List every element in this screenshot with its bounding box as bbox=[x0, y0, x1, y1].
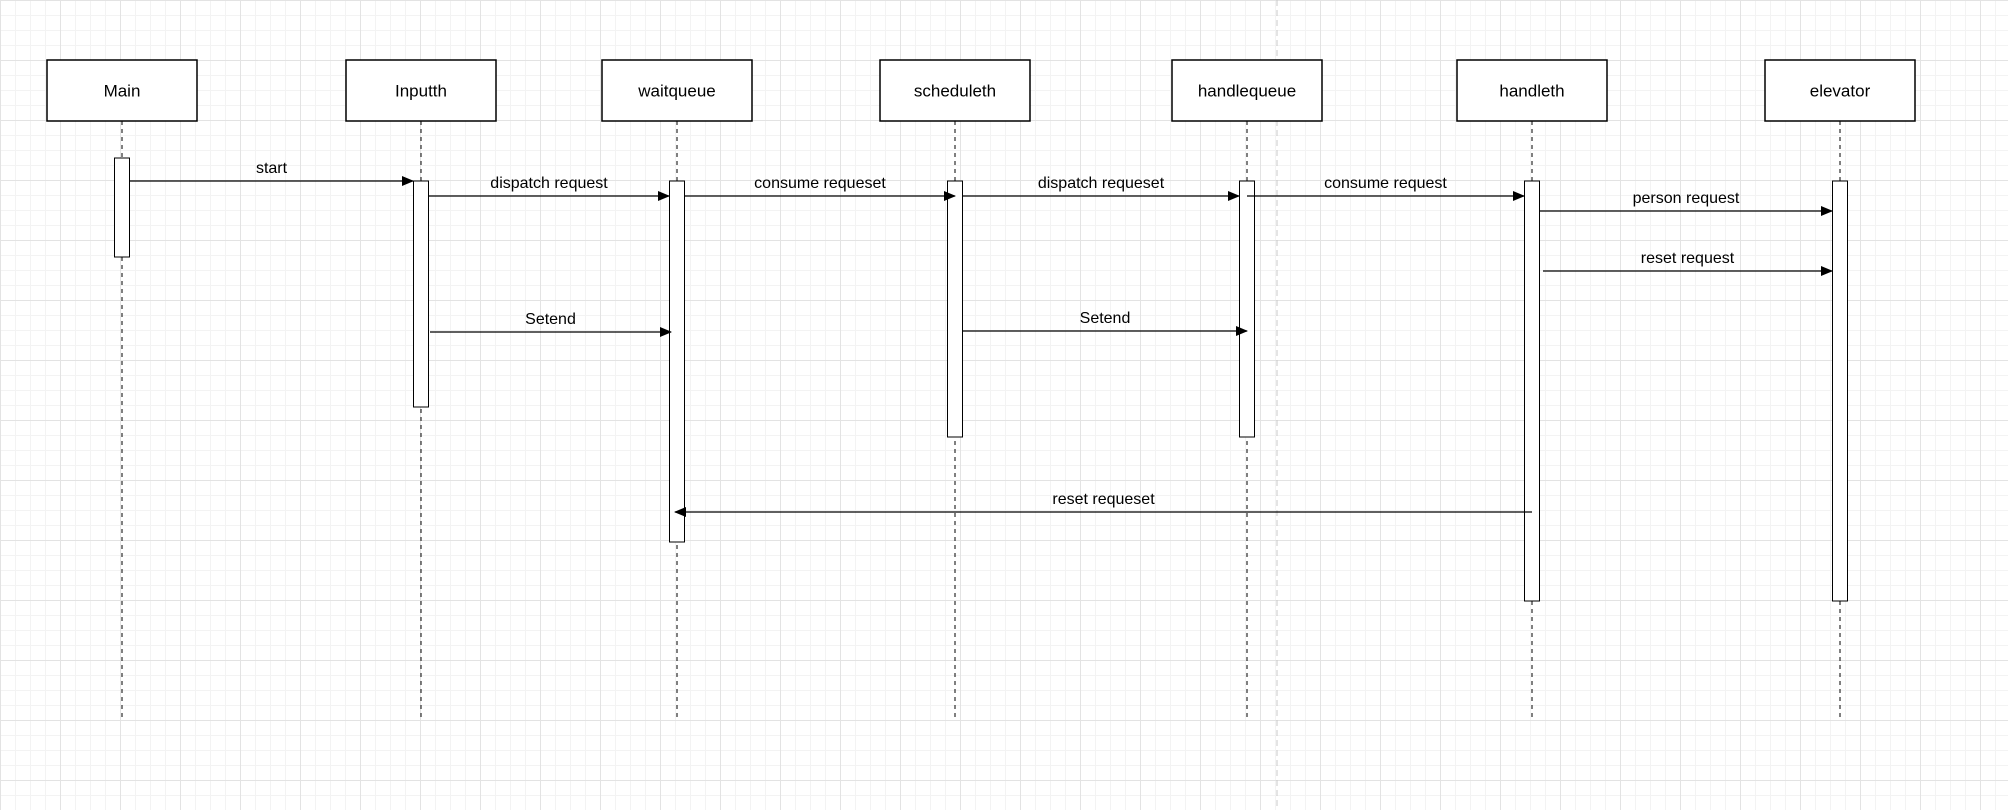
participant-handleth[interactable]: handleth bbox=[1456, 59, 1608, 122]
participant-label-scheduleth: scheduleth bbox=[914, 82, 996, 101]
participant-box-handlequeue[interactable] bbox=[1171, 59, 1323, 122]
participant-main[interactable]: Main bbox=[46, 59, 198, 122]
participant-label-main: Main bbox=[104, 82, 141, 101]
participant-box-scheduleth[interactable] bbox=[879, 59, 1031, 122]
message-8[interactable]: Setend bbox=[430, 311, 672, 337]
activation-bar-waitqueue[interactable] bbox=[669, 180, 685, 543]
participant-label-elevator: elevator bbox=[1810, 82, 1871, 101]
message-2[interactable]: dispatch request bbox=[429, 175, 670, 201]
message-label: Setend bbox=[1080, 310, 1131, 327]
participant-label-handleth: handleth bbox=[1499, 82, 1564, 101]
participant-box-handleth[interactable] bbox=[1456, 59, 1608, 122]
activation-bar-elevator[interactable] bbox=[1832, 180, 1848, 602]
activation-bar-inputth[interactable] bbox=[413, 180, 429, 408]
message-4[interactable]: dispatch requeset bbox=[963, 175, 1240, 201]
message-label: dispatch requeset bbox=[1038, 175, 1165, 192]
activation-bar-handleth[interactable] bbox=[1524, 180, 1540, 602]
participant-box-waitqueue[interactable] bbox=[601, 59, 753, 122]
participant-box-elevator[interactable] bbox=[1764, 59, 1916, 122]
message-label: consume request bbox=[1324, 175, 1447, 192]
activation-bar-scheduleth[interactable] bbox=[947, 180, 963, 438]
message-5[interactable]: consume request bbox=[1247, 175, 1525, 201]
participant-box-main[interactable] bbox=[46, 59, 198, 122]
message-label: person request bbox=[1633, 190, 1740, 207]
participant-label-waitqueue: waitqueue bbox=[637, 82, 716, 101]
participant-label-handlequeue: handlequeue bbox=[1198, 82, 1296, 101]
message-6[interactable]: person request bbox=[1540, 190, 1833, 216]
participant-label-inputth: Inputth bbox=[395, 82, 447, 101]
message-label: dispatch request bbox=[490, 175, 608, 192]
message-10[interactable]: reset requeset bbox=[674, 491, 1532, 517]
message-label: consume requeset bbox=[754, 175, 886, 192]
message-3[interactable]: consume requeset bbox=[685, 175, 956, 201]
participant-scheduleth[interactable]: scheduleth bbox=[879, 59, 1031, 122]
participant-elevator[interactable]: elevator bbox=[1764, 59, 1916, 122]
participant-waitqueue[interactable]: waitqueue bbox=[601, 59, 753, 122]
message-label: Setend bbox=[525, 311, 576, 328]
participant-box-inputth[interactable] bbox=[345, 59, 497, 122]
message-7[interactable]: reset request bbox=[1543, 250, 1833, 276]
activation-bar-main[interactable] bbox=[114, 157, 130, 258]
message-9[interactable]: Setend bbox=[963, 310, 1248, 336]
activation-bar-handlequeue[interactable] bbox=[1239, 180, 1255, 438]
participant-inputth[interactable]: Inputth bbox=[345, 59, 497, 122]
message-1[interactable]: start bbox=[130, 160, 414, 186]
message-label: start bbox=[256, 160, 288, 177]
message-label: reset request bbox=[1641, 250, 1735, 267]
participant-handlequeue[interactable]: handlequeue bbox=[1171, 59, 1323, 122]
message-label: reset requeset bbox=[1052, 491, 1155, 508]
